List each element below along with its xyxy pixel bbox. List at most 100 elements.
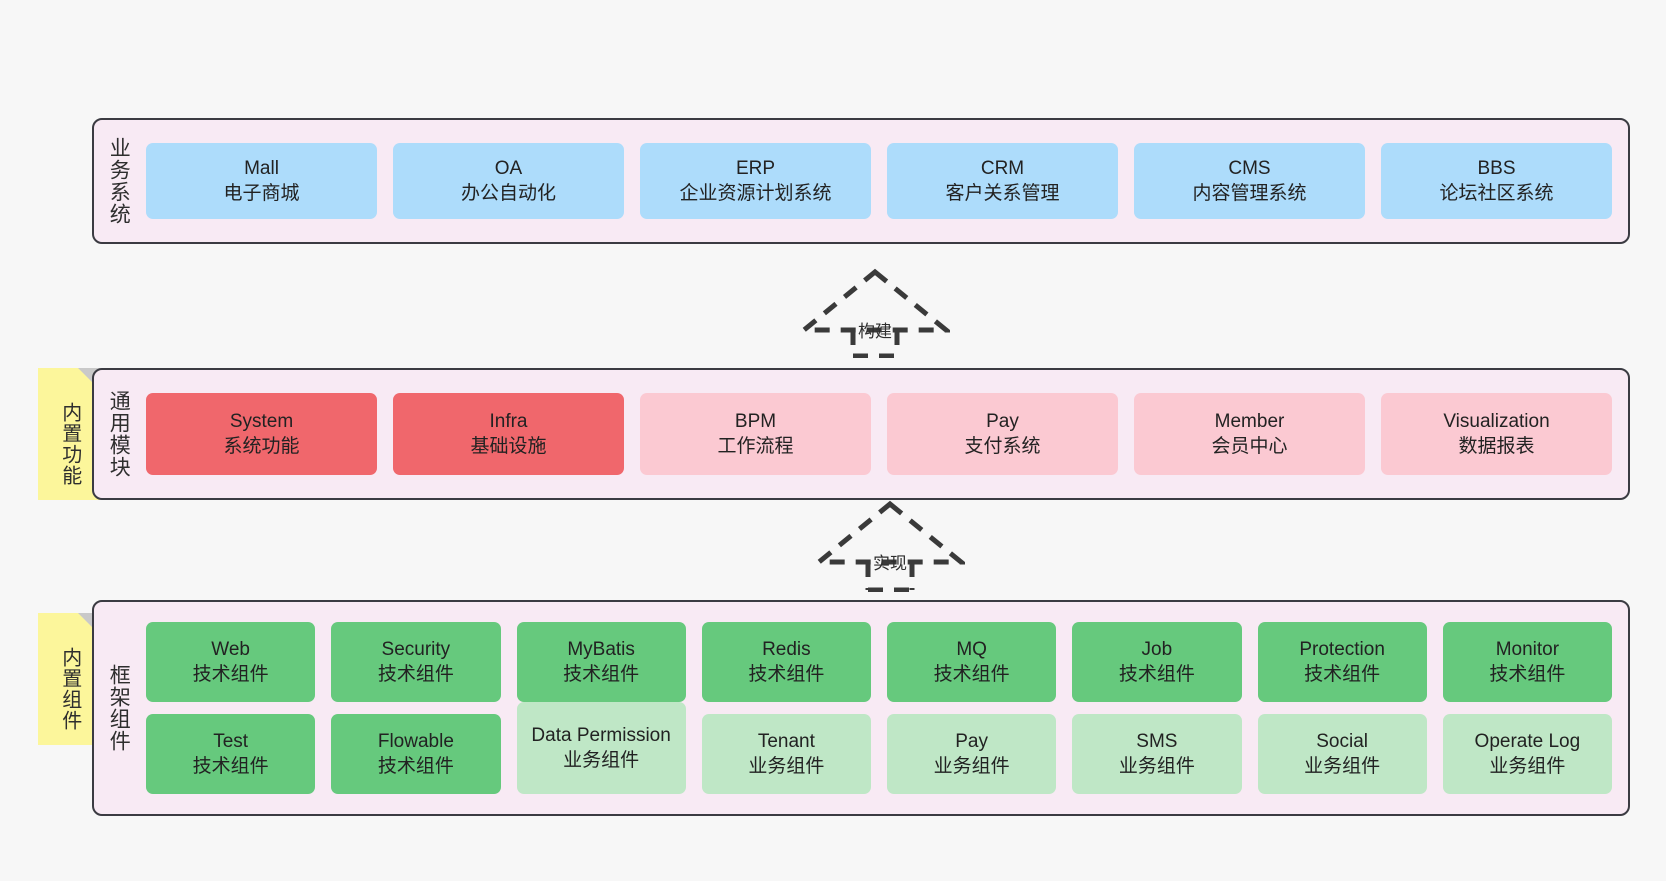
node-mybatis-cn: 技术组件 xyxy=(563,664,640,685)
layer-title-business-system: 业务系统 xyxy=(107,137,131,225)
relation-label-implement: 实现 xyxy=(873,554,907,573)
node-tenant[interactable]: Tenant 业务组件 xyxy=(701,714,871,794)
node-redis-cn: 技术组件 xyxy=(748,664,825,685)
node-test[interactable]: Test 技术组件 xyxy=(146,714,316,794)
node-oa-cn: 办公自动化 xyxy=(460,183,556,204)
node-crm-cn: 客户关系管理 xyxy=(945,183,1060,204)
node-erp[interactable]: ERP 企业资源计划系统 xyxy=(640,143,871,219)
layer-body-business-system: Mall 电子商城 OA 办公自动化 ERP 企业资源计划系统 CRM 客户关系… xyxy=(142,120,1628,242)
node-web-cn: 技术组件 xyxy=(192,664,269,685)
node-oa-en: OA xyxy=(494,157,523,179)
layer-body-common-module: System 系统功能 Infra 基础设施 BPM 工作流程 Pay 支付系统… xyxy=(142,370,1628,498)
node-flowable-cn: 技术组件 xyxy=(377,756,454,777)
node-mybatis-en: MyBatis xyxy=(567,638,635,660)
node-mall[interactable]: Mall 电子商城 xyxy=(146,143,377,219)
node-flowable-en: Flowable xyxy=(377,730,454,752)
layer-body-framework-component: Web 技术组件 Security 技术组件 MyBatis 技术组件 Redi… xyxy=(142,602,1628,814)
node-protection[interactable]: Protection 技术组件 xyxy=(1257,622,1427,702)
sticky-note-builtin-component-label: 内置组件 xyxy=(58,647,81,731)
node-social-cn: 业务组件 xyxy=(1304,756,1381,777)
node-mall-cn: 电子商城 xyxy=(223,183,300,204)
node-cms-cn: 内容管理系统 xyxy=(1192,183,1307,204)
node-visualization[interactable]: Visualization 数据报表 xyxy=(1381,393,1612,475)
node-sms[interactable]: SMS 业务组件 xyxy=(1072,714,1242,794)
node-operate-log-cn: 业务组件 xyxy=(1489,756,1566,777)
node-crm[interactable]: CRM 客户关系管理 xyxy=(887,143,1118,219)
node-cms[interactable]: CMS 内容管理系统 xyxy=(1134,143,1365,219)
node-tenant-en: Tenant xyxy=(757,730,815,752)
node-mq[interactable]: MQ 技术组件 xyxy=(887,622,1057,702)
node-oa[interactable]: OA 办公自动化 xyxy=(393,143,624,219)
node-pay-module-en: Pay xyxy=(986,410,1019,432)
node-system[interactable]: System 系统功能 xyxy=(146,393,377,475)
node-social-en: Social xyxy=(1316,730,1368,752)
node-bpm[interactable]: BPM 工作流程 xyxy=(640,393,871,475)
node-bpm-cn: 工作流程 xyxy=(717,436,794,457)
node-protection-en: Protection xyxy=(1299,638,1385,660)
node-erp-cn: 企业资源计划系统 xyxy=(679,183,832,204)
node-member[interactable]: Member 会员中心 xyxy=(1134,393,1365,475)
node-bbs[interactable]: BBS 论坛社区系统 xyxy=(1381,143,1612,219)
layer-business-system: 业务系统 Mall 电子商城 OA 办公自动化 ERP 企业资源计划系统 CRM… xyxy=(92,118,1630,244)
layer-common-module: 通用模块 System 系统功能 Infra 基础设施 BPM 工作流程 Pay… xyxy=(92,368,1630,500)
node-mybatis[interactable]: MyBatis 技术组件 xyxy=(516,622,686,702)
node-sms-en: SMS xyxy=(1136,730,1178,752)
sticky-note-builtin-function-label: 内置功能 xyxy=(58,402,81,486)
node-security-cn: 技术组件 xyxy=(377,664,454,685)
node-infra-cn: 基础设施 xyxy=(470,436,547,457)
node-system-cn: 系统功能 xyxy=(223,436,300,457)
node-data-permission[interactable]: Data Permission 业务组件 xyxy=(516,702,686,794)
node-social[interactable]: Social 业务组件 xyxy=(1257,714,1427,794)
node-test-cn: 技术组件 xyxy=(192,756,269,777)
node-job-en: Job xyxy=(1141,638,1173,660)
node-protection-cn: 技术组件 xyxy=(1304,664,1381,685)
node-redis[interactable]: Redis 技术组件 xyxy=(701,622,871,702)
node-monitor-en: Monitor xyxy=(1495,638,1560,660)
node-bpm-en: BPM xyxy=(734,410,777,432)
node-pay-component-en: Pay xyxy=(955,730,988,752)
node-web-en: Web xyxy=(211,638,250,660)
node-data-permission-cn: 业务组件 xyxy=(563,750,640,771)
relation-arrow-build: 构建 xyxy=(800,268,950,358)
node-infra-en: Infra xyxy=(489,410,528,432)
node-web[interactable]: Web 技术组件 xyxy=(146,622,316,702)
node-mall-en: Mall xyxy=(244,157,279,179)
node-test-en: Test xyxy=(213,730,249,752)
node-visualization-en: Visualization xyxy=(1443,410,1550,432)
sticky-note-builtin-function: 内置功能 xyxy=(38,368,100,500)
node-monitor-cn: 技术组件 xyxy=(1489,664,1566,685)
node-erp-en: ERP xyxy=(735,157,776,179)
node-system-en: System xyxy=(229,410,294,432)
node-job[interactable]: Job 技术组件 xyxy=(1072,622,1242,702)
node-visualization-cn: 数据报表 xyxy=(1458,436,1535,457)
layer-framework-component: 框架组件 Web 技术组件 Security 技术组件 MyBatis 技术组件… xyxy=(92,600,1630,816)
node-sms-cn: 业务组件 xyxy=(1118,756,1195,777)
node-mq-cn: 技术组件 xyxy=(933,664,1010,685)
node-tenant-cn: 业务组件 xyxy=(748,756,825,777)
node-redis-en: Redis xyxy=(762,638,811,660)
node-data-permission-en: Data Permission xyxy=(531,724,671,746)
node-member-en: Member xyxy=(1214,410,1285,432)
node-pay-component[interactable]: Pay 业务组件 xyxy=(887,714,1057,794)
node-operate-log-en: Operate Log xyxy=(1474,730,1581,752)
node-security[interactable]: Security 技术组件 xyxy=(331,622,501,702)
node-security-en: Security xyxy=(381,638,451,660)
node-flowable[interactable]: Flowable 技术组件 xyxy=(331,714,501,794)
node-cms-en: CMS xyxy=(1228,157,1271,179)
node-member-cn: 会员中心 xyxy=(1211,436,1288,457)
node-infra[interactable]: Infra 基础设施 xyxy=(393,393,624,475)
relation-arrow-implement: 实现 xyxy=(815,500,965,592)
layer-title-framework-component: 框架组件 xyxy=(107,664,131,752)
node-operate-log[interactable]: Operate Log 业务组件 xyxy=(1442,714,1612,794)
layer-title-common-module: 通用模块 xyxy=(107,390,131,478)
node-pay-module-cn: 支付系统 xyxy=(964,436,1041,457)
node-bbs-en: BBS xyxy=(1477,157,1516,179)
node-crm-en: CRM xyxy=(980,157,1025,179)
node-monitor[interactable]: Monitor 技术组件 xyxy=(1442,622,1612,702)
node-bbs-cn: 论坛社区系统 xyxy=(1439,183,1554,204)
node-pay-module[interactable]: Pay 支付系统 xyxy=(887,393,1118,475)
sticky-note-builtin-component: 内置组件 xyxy=(38,613,100,745)
node-mq-en: MQ xyxy=(956,638,987,660)
node-job-cn: 技术组件 xyxy=(1118,664,1195,685)
